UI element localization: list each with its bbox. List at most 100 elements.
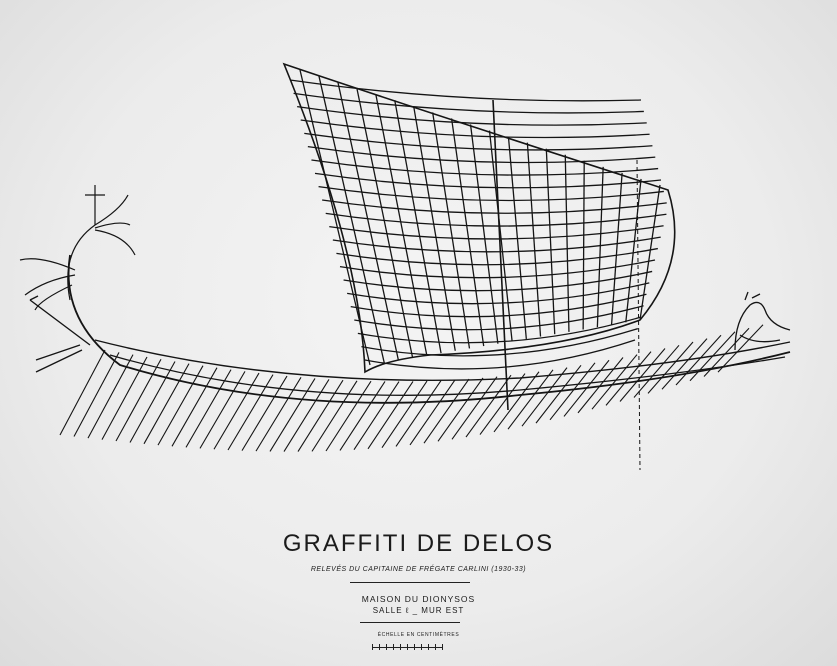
sail-row-line — [329, 225, 664, 240]
divider-rule-lower — [360, 622, 460, 623]
scale-tick — [428, 644, 429, 650]
hull-hatch-line — [549, 362, 596, 421]
sail-column-line — [299, 69, 371, 366]
hull-hatch-line — [241, 375, 288, 451]
hull-hatch-line — [451, 376, 498, 440]
hull-hatch-line — [129, 361, 176, 443]
steering-oar — [29, 295, 91, 373]
sail-row-line — [293, 92, 644, 114]
sail-grid — [289, 69, 667, 370]
sail-column-line — [394, 100, 442, 354]
divider-rule — [350, 582, 470, 583]
hull-hatch-line — [689, 331, 736, 382]
hull-hatch-line — [269, 378, 316, 452]
hull-hatch-line — [73, 352, 120, 437]
scale-tick — [435, 644, 436, 650]
sail-row-line — [289, 79, 642, 102]
mast — [492, 99, 509, 411]
sail-row-line — [343, 270, 653, 292]
hull-hatch-line — [577, 357, 624, 414]
hull-hatch-line — [633, 344, 680, 398]
hull-hatch-line — [171, 367, 218, 447]
sail-column-line — [596, 166, 604, 328]
scale-tick — [442, 644, 443, 650]
sail-row-line — [322, 199, 667, 214]
sail-column-line — [639, 184, 661, 321]
hull-hatch-line — [325, 380, 372, 452]
mast-vertical-line — [636, 159, 641, 471]
hull-hatch-line — [465, 374, 512, 438]
location-heading: MAISON DU DIONYSOS — [361, 594, 476, 604]
sail-row-line — [364, 339, 636, 370]
hull-hatch-line — [213, 372, 260, 450]
hull-hatch-line — [507, 369, 554, 430]
hull-hatch-line — [297, 379, 344, 452]
hull-hatch-line — [479, 373, 526, 435]
sail-column-line — [545, 148, 556, 335]
sail-column-line — [610, 172, 623, 325]
stern-ornament — [19, 185, 136, 311]
sail-column-line — [431, 112, 471, 349]
sail-column-line — [413, 106, 456, 351]
hull-hatch-line — [367, 381, 414, 450]
sail-row-line — [350, 293, 647, 318]
hull-hatching — [59, 324, 764, 452]
sail-column-line — [564, 154, 570, 332]
hull-hatch-line — [535, 364, 582, 424]
sail-row-line — [347, 282, 650, 305]
sail-outline — [282, 62, 676, 374]
hull-hatch-line — [675, 334, 722, 386]
sail-column-line — [337, 81, 400, 361]
sail-column-line — [526, 142, 542, 337]
hull-hatch-line — [115, 358, 162, 442]
hull-hatch-line — [647, 341, 694, 394]
hull-outline — [67, 254, 791, 404]
sail-row-line — [300, 119, 650, 139]
scale-tick — [386, 644, 387, 650]
scale-tick — [421, 644, 422, 650]
hull-hatch-line — [283, 379, 330, 452]
scale-tick — [414, 644, 415, 650]
sail-row-line — [336, 247, 658, 266]
prow-ornament — [734, 291, 791, 351]
hull-hatch-line — [703, 327, 750, 377]
survey-credit: RELEVÉS DU CAPITAINE DE FRÉGATE CARLINI … — [310, 566, 527, 573]
hull-hatch-line — [619, 348, 666, 402]
sail-column-line — [582, 160, 585, 330]
hull-hatch-line — [395, 380, 442, 447]
hull-hatch-line — [409, 379, 456, 446]
sail-column-line — [450, 118, 485, 347]
scale-tick — [407, 644, 408, 650]
hull-hatch-line — [311, 380, 358, 452]
hull-hatch-line — [423, 378, 470, 444]
sail-row-line — [314, 172, 662, 189]
hull-hatch-line — [185, 369, 232, 448]
sail-column-line — [488, 130, 513, 342]
hull-hatch-line — [255, 377, 302, 452]
scale-tick — [400, 644, 401, 650]
hull-hatch-line — [381, 380, 428, 449]
scale-tick — [379, 644, 380, 650]
sail-column-line — [625, 178, 642, 323]
hull-hatch-line — [521, 367, 568, 427]
hull-hatch-line — [87, 354, 134, 439]
sail-row-line — [318, 186, 664, 202]
sail-row-line — [325, 212, 667, 227]
hull-hatch-line — [353, 381, 400, 451]
hull-hatch-line — [227, 374, 274, 451]
hull-hatch-line — [605, 351, 652, 406]
page-title: GRAFFITI DE DELOS — [282, 530, 555, 557]
sail-column-line — [507, 136, 527, 340]
scale-tick — [372, 644, 373, 650]
sail-row-line — [354, 305, 644, 331]
hull-hatch-line — [101, 356, 148, 440]
hull-hatch-line — [199, 371, 246, 449]
hull-hatch-line — [437, 377, 484, 442]
sail-column-line — [356, 88, 414, 359]
hull-hatch-line — [661, 338, 708, 390]
room-wall-label: SALLE ℓ _ MUR EST — [372, 606, 465, 615]
hull-hatch-line — [493, 371, 540, 433]
hull-hatch-line — [59, 349, 106, 436]
